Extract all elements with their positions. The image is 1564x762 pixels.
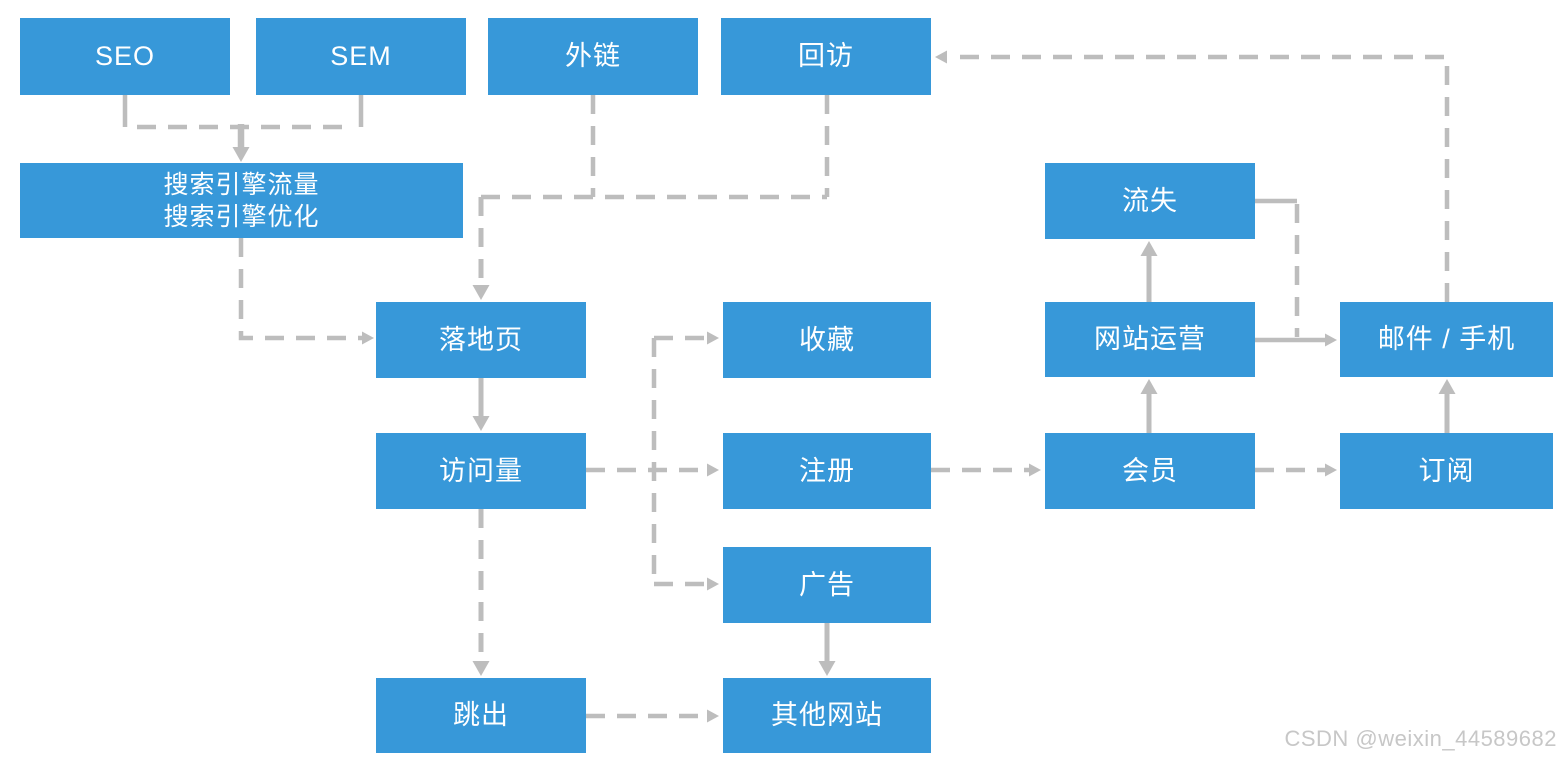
arrowhead-down-to-landing [472,285,490,300]
arrowhead-register-to-member [1029,463,1041,477]
arrowhead-branch-to-shoucang [707,331,719,345]
arrowhead-yunying-to-email [1325,333,1337,347]
arrowhead-search-to-landing [362,331,374,345]
arrowhead-guanggao-to-qita [818,661,836,676]
arrowhead-member-to-yunying [1140,379,1158,394]
edge-search-to-landing [238,238,362,341]
arrowhead-dingyue-to-email [1438,379,1456,394]
arrowhead-branch-to-guanggao [707,577,719,591]
arrowhead-visits-to-register [707,463,719,477]
arrowhead-landing-to-visits [472,416,490,431]
arrowhead-email-to-huifang [935,50,947,64]
edge-email-to-huifang [949,54,1450,302]
arrowhead-tiaochu-to-qita [707,709,719,723]
arrowhead-join-to-search [232,147,250,162]
arrowhead-yunying-to-liushi [1140,241,1158,256]
watermark: CSDN @weixin_44589682 [1284,726,1557,751]
arrowhead-member-to-dingyue [1325,463,1337,477]
arrowhead-visits-to-tiaochu [472,661,490,676]
